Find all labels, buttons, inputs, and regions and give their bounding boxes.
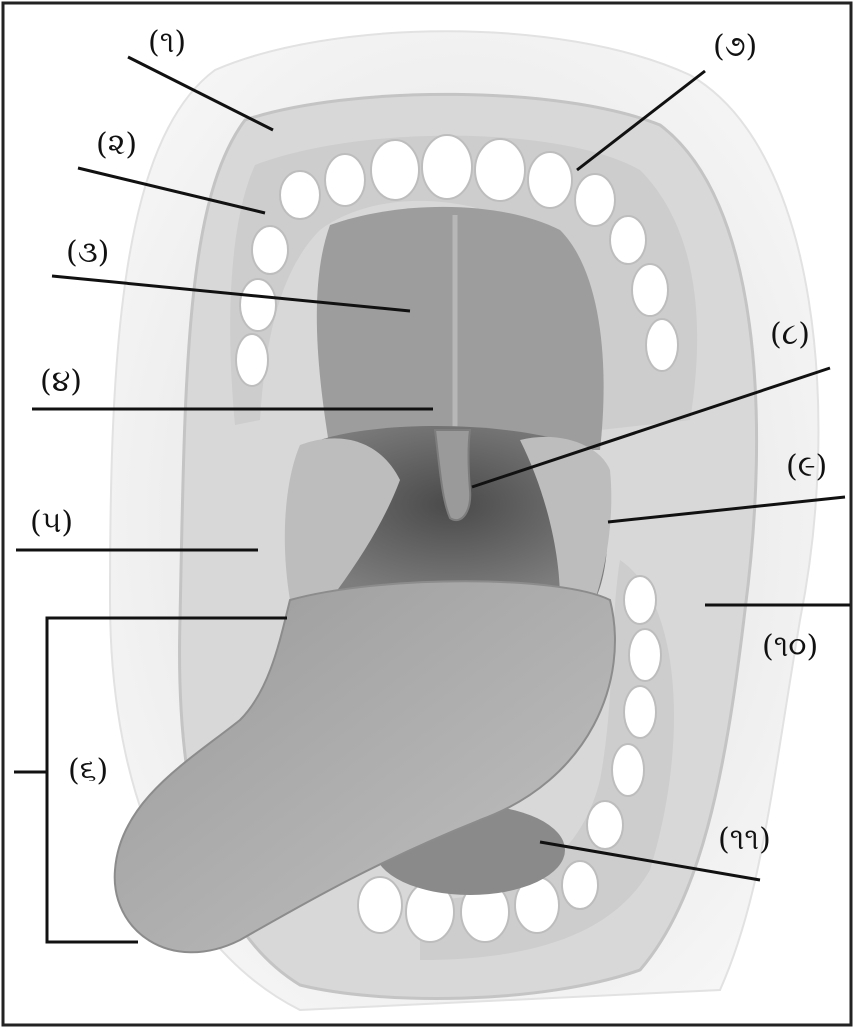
label-7: (૭) xyxy=(713,32,757,62)
label-6: (૬) xyxy=(68,756,108,786)
label-10: (૧૦) xyxy=(762,632,818,662)
label-4: (૪) xyxy=(40,367,82,397)
palate xyxy=(317,207,604,450)
label-3: (૩) xyxy=(66,238,109,268)
label-11: (૧૧) xyxy=(718,825,771,855)
label-1: (૧) xyxy=(148,28,186,58)
label-2: (૨) xyxy=(96,130,137,160)
label-9: (૯) xyxy=(786,452,827,482)
label-8: (૮) xyxy=(770,320,810,350)
label-5: (૫) xyxy=(30,508,73,538)
